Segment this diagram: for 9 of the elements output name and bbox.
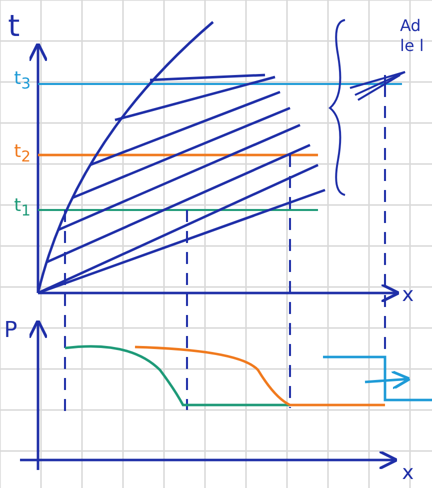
- axis-label: x: [402, 284, 414, 304]
- axis-label: t: [8, 12, 20, 42]
- axis-label: P: [4, 320, 18, 342]
- note-text: le l: [400, 38, 424, 54]
- time-label: t$_{2}$: [14, 143, 31, 165]
- note-text: Ad: [400, 18, 421, 34]
- time-label: t$_{3}$: [14, 70, 31, 92]
- axis-label: x: [402, 462, 414, 482]
- time-label: t$_{1}$: [14, 197, 31, 219]
